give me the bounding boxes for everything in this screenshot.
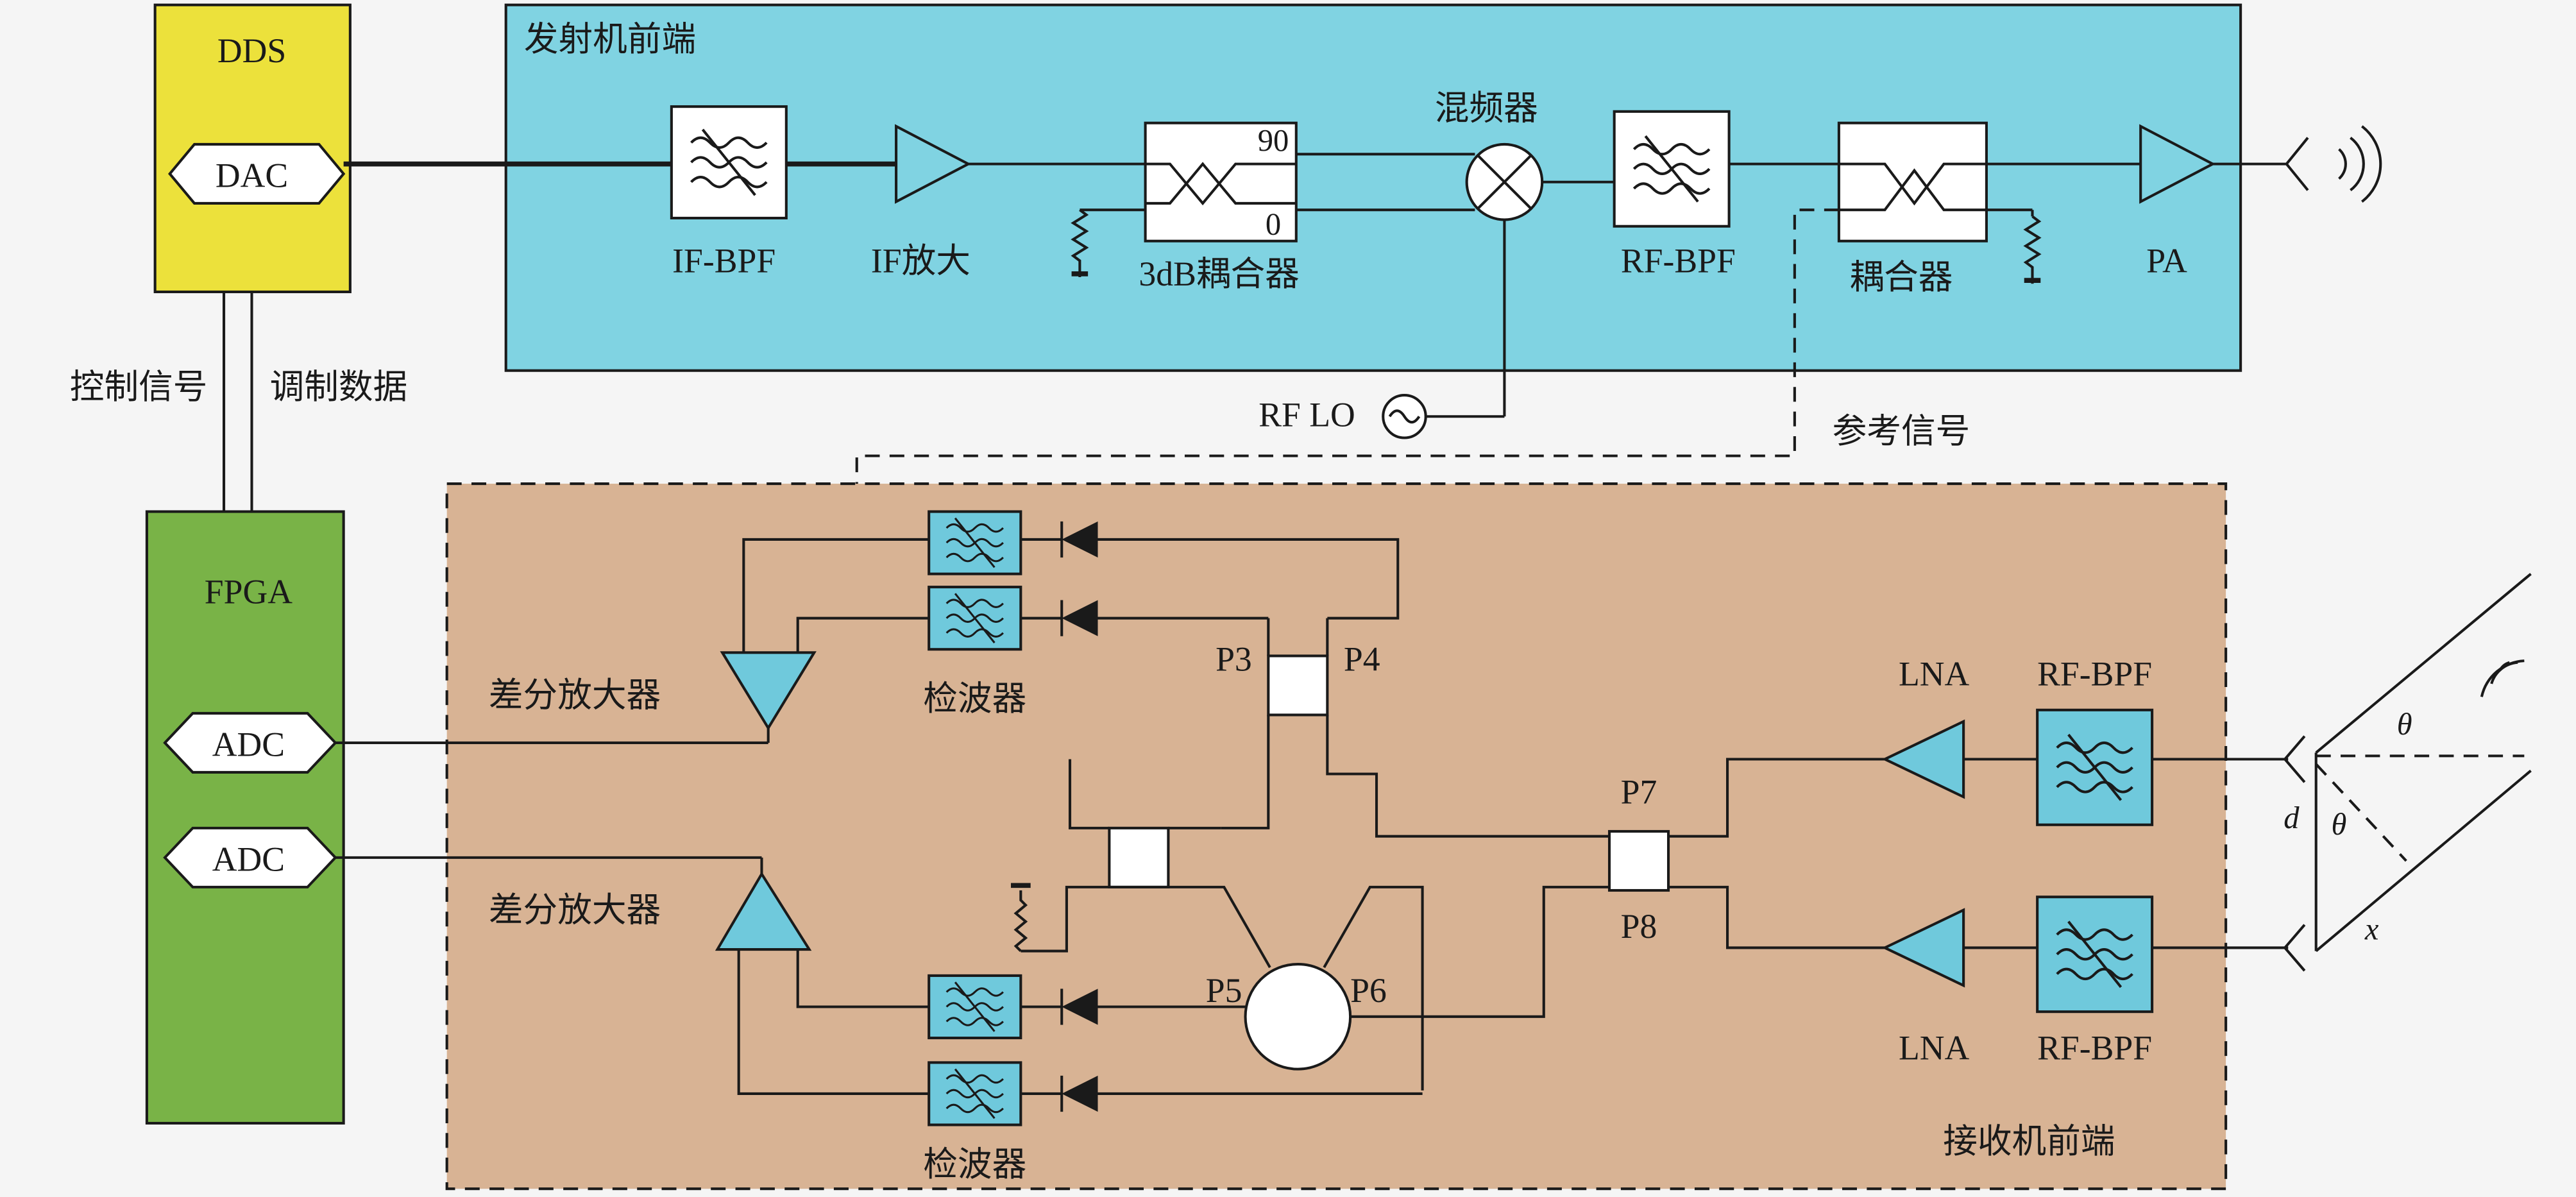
angle-of-arrival-geometry: θ θ d x <box>2284 573 2532 953</box>
adc-port-1 <box>163 711 337 774</box>
port-0-label: 0 <box>1266 207 1281 242</box>
if-amp-label: IF放大 <box>871 241 970 280</box>
control-signal-label: 控制信号 <box>70 368 208 406</box>
rf-bpf-tx-label: RF-BPF <box>1621 241 1736 280</box>
antenna-icon <box>2283 735 2306 783</box>
dac-label: DAC <box>216 156 288 194</box>
if-amplifier-icon <box>895 124 971 204</box>
theta-label-1: θ <box>2397 707 2412 742</box>
p5-label: P5 <box>1206 971 1242 1010</box>
differential-amplifier-1-icon <box>720 651 817 731</box>
fpga-label: FPGA <box>205 573 292 611</box>
rf-bpf-rx-1-label: RF-BPF <box>2037 654 2152 693</box>
dds-block: DDS DAC <box>153 3 352 294</box>
antenna-icon <box>2283 924 2306 972</box>
dds-label: DDS <box>217 31 286 70</box>
p4-label: P4 <box>1344 640 1380 678</box>
diode-icon <box>1060 1075 1098 1112</box>
receiver-title: 接收机前端 <box>1943 1122 2115 1160</box>
radio-wave-icon <box>2338 125 2382 203</box>
hybrid-p3-p4 <box>1267 654 1329 717</box>
coupler-box <box>1837 121 1988 242</box>
p8-label: P8 <box>1621 907 1657 946</box>
differential-amplifier-2-icon <box>715 871 812 951</box>
p6-label: P6 <box>1350 971 1387 1010</box>
transmitter-frontend: 发射机前端 IF-BPF IF放大 90 0 3dB耦合器 混频器 <box>343 3 2382 372</box>
diode-icon <box>1060 521 1098 558</box>
pa-label: PA <box>2146 241 2187 280</box>
radio-wave-icon <box>2480 659 2525 697</box>
receiver-box <box>445 482 2228 1191</box>
diode-icon <box>1060 600 1098 636</box>
detector-1-label: 检波器 <box>923 679 1026 718</box>
fpga-box <box>145 510 345 1125</box>
antenna-icon <box>2285 137 2309 191</box>
diff-amp-2-label: 差分放大器 <box>489 891 661 930</box>
p3-label: P3 <box>1216 640 1252 678</box>
reference-signal-label: 参考信号 <box>1833 412 1970 450</box>
fpga-block: FPGA ADC ADC <box>145 510 345 1125</box>
diff-amp-1-label: 差分放大器 <box>489 676 661 715</box>
diode-icon <box>1060 989 1098 1025</box>
resistor-ground-icon <box>1011 883 1031 953</box>
coupler-label: 耦合器 <box>1850 258 1953 296</box>
rf-lo-label: RF LO <box>1258 396 1355 434</box>
x-label: x <box>2364 912 2379 947</box>
coupler-icon <box>1145 162 1296 206</box>
hybrid-ring-p5-p6 <box>1244 962 1352 1071</box>
coupler-3db-label: 3dB耦合器 <box>1139 255 1299 293</box>
detector-filter-1 <box>928 510 1022 575</box>
rf-bpf-rx-2-label: RF-BPF <box>2037 1028 2152 1067</box>
adc-port-2 <box>163 826 337 888</box>
hybrid-center <box>1108 826 1170 888</box>
adc-label-2: ADC <box>212 840 285 878</box>
pa-amplifier-icon <box>2139 124 2216 204</box>
d-label: d <box>2284 801 2300 835</box>
lna-1-label: LNA <box>1899 654 1970 693</box>
hybrid-p7-p8 <box>1607 829 1670 892</box>
modulation-data-label: 调制数据 <box>270 368 408 406</box>
receiver-frontend: 接收机前端 差分放大器 检波器 P3 P4 <box>335 482 2289 1191</box>
transmitter-title: 发射机前端 <box>524 20 696 58</box>
mixer-label: 混频器 <box>1435 89 1538 128</box>
theta-label-2: θ <box>2332 807 2347 842</box>
dac-port <box>168 142 346 205</box>
port-90-label: 90 <box>1258 123 1289 158</box>
if-bpf-label: IF-BPF <box>672 241 775 280</box>
adc-label-1: ADC <box>212 725 285 763</box>
detector-2-label: 检波器 <box>923 1145 1026 1184</box>
coupler-icon <box>1838 162 1987 212</box>
lna-2-label: LNA <box>1899 1028 1970 1067</box>
p7-label: P7 <box>1621 773 1657 811</box>
